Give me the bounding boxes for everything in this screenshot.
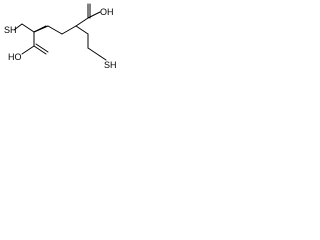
bond-c9-s2 xyxy=(99,55,107,61)
bond-c2-c4 xyxy=(33,25,49,33)
bond-c6-c7 xyxy=(75,25,89,35)
bond-c8-c9 xyxy=(87,47,101,57)
bond-cooh-carbon-o xyxy=(21,45,35,55)
bond-c1-c2 xyxy=(21,23,35,33)
atom-label-sh-left: SH xyxy=(4,25,17,35)
double-bond-left-b xyxy=(35,43,49,53)
atom-label-oh-top-right: OH xyxy=(100,7,114,17)
bond-c5-c6 xyxy=(61,25,77,35)
structural-formula: SH OH HO SH xyxy=(4,3,117,70)
atom-label-sh-bottom-right: SH xyxy=(104,60,117,70)
double-bond-left-a xyxy=(33,45,47,55)
bond-c6-cooh-carbon xyxy=(75,17,89,27)
bond-c4-c5 xyxy=(47,25,63,35)
bond-s1-c1 xyxy=(13,23,23,31)
atom-label-ho-bottom-left: HO xyxy=(8,52,22,62)
